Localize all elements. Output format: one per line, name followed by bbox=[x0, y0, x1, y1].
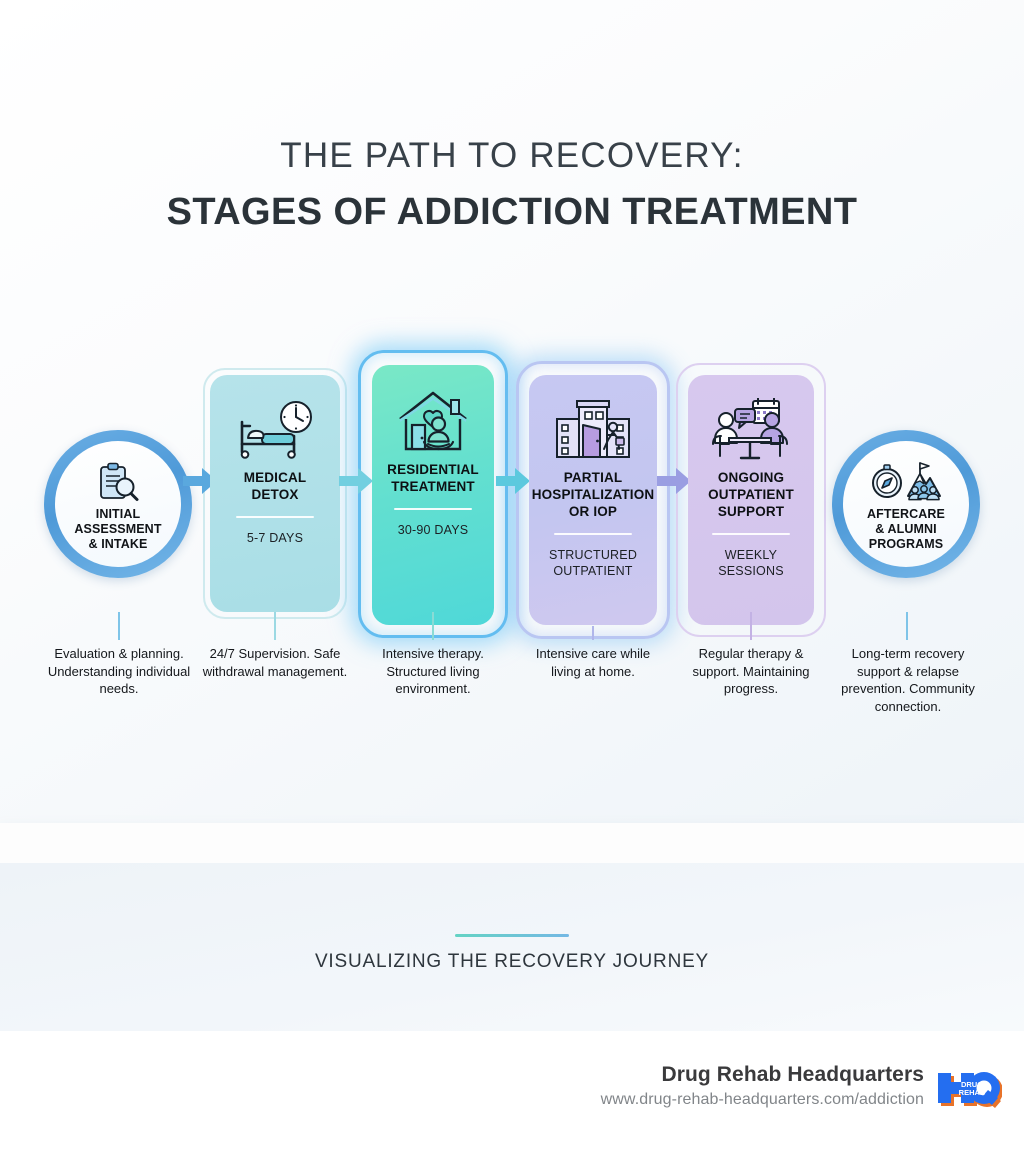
node-inner: INITIAL ASSESSMENT & INTAKE bbox=[55, 441, 181, 567]
card-subtitle: WEEKLY SESSIONS bbox=[712, 547, 790, 579]
brand-name: Drug Rehab Headquarters bbox=[661, 1063, 924, 1086]
card-subtitle-line1: STRUCTURED bbox=[548, 548, 638, 562]
lower-banner-band bbox=[0, 863, 1024, 1031]
card-title: RESIDENTIAL TREATMENT bbox=[381, 461, 485, 495]
node-label-line2: ASSESSMENT bbox=[74, 522, 162, 536]
card-subtitle: 30-90 DAYS bbox=[392, 522, 475, 538]
caption-stem-4 bbox=[592, 626, 594, 640]
card-title-line3: OR IOP bbox=[568, 504, 618, 519]
card-title-line2: DETOX bbox=[251, 487, 299, 502]
card-title-line2: HOSPITALIZATION bbox=[531, 487, 655, 502]
card-divider bbox=[554, 533, 632, 535]
card-subtitle-line2: OUTPATIENT bbox=[553, 564, 633, 578]
caption-stem-3 bbox=[432, 612, 434, 640]
section-divider-band bbox=[0, 823, 1024, 863]
card-title-line1: PARTIAL bbox=[563, 470, 623, 485]
card-subtitle-line1: WEEKLY bbox=[724, 548, 778, 562]
card-subtitle: 5-7 DAYS bbox=[241, 530, 309, 546]
node-label-line1: AFTERCARE bbox=[867, 507, 945, 521]
flow-arrow-3 bbox=[496, 468, 530, 494]
caption-stem-6 bbox=[906, 612, 908, 640]
card-title-line3: SUPPORT bbox=[717, 504, 785, 519]
node-inner: AFTERCARE & ALUMNI PROGRAMS bbox=[843, 441, 969, 567]
card-subtitle-line2: SESSIONS bbox=[718, 564, 784, 578]
caption-stem-2 bbox=[274, 612, 276, 640]
flow-arrow-4 bbox=[657, 468, 691, 494]
stage-caption-ongoing-outpatient: Regular therapy & support. Maintaining p… bbox=[692, 646, 810, 696]
card-title-line2: TREATMENT bbox=[391, 479, 475, 494]
node-label-line3: PROGRAMS bbox=[868, 537, 944, 551]
svg-text:REHAB: REHAB bbox=[959, 1088, 986, 1097]
card-title-line2: OUTPATIENT bbox=[708, 487, 794, 502]
banner-subtitle: VISUALIZING THE RECOVERY JOURNEY bbox=[314, 951, 710, 972]
stage-card-partial-hospitalization[interactable]: PARTIAL HOSPITALIZATION OR IOP STRUCTURE… bbox=[529, 375, 657, 625]
card-divider bbox=[394, 508, 472, 510]
compass-mountain-icon bbox=[870, 461, 942, 503]
stage-card-ongoing-outpatient[interactable]: ONGOING OUTPATIENT SUPPORT WEEKLY SESSIO… bbox=[688, 375, 814, 625]
clipboard-magnifier-icon bbox=[95, 461, 141, 503]
card-subtitle-line1: 5-7 DAYS bbox=[246, 531, 304, 545]
recovery-flow-diagram: INITIAL ASSESSMENT & INTAKE bbox=[0, 330, 1024, 639]
flow-arrow-1 bbox=[183, 468, 217, 494]
stage-card-medical-detox[interactable]: MEDICAL DETOX 5-7 DAYS bbox=[210, 375, 340, 612]
stage-node-aftercare-alumni[interactable]: AFTERCARE & ALUMNI PROGRAMS bbox=[832, 430, 980, 578]
caption-stem-1 bbox=[118, 612, 120, 640]
card-title-line1: MEDICAL bbox=[243, 470, 307, 485]
card-subtitle-line1: 30-90 DAYS bbox=[397, 523, 469, 537]
hospital-bed-clock-icon bbox=[234, 383, 316, 469]
stage-caption-initial-assessment: Evaluation & planning. Understanding ind… bbox=[47, 646, 191, 696]
therapy-session-calendar-icon bbox=[709, 383, 793, 469]
footer-bar bbox=[0, 1031, 1024, 1154]
node-label: AFTERCARE & ALUMNI PROGRAMS bbox=[867, 507, 945, 552]
stage-card-residential-treatment[interactable]: RESIDENTIAL TREATMENT 30-90 DAYS bbox=[372, 365, 494, 625]
stage-caption-medical-detox: 24/7 Supervision. Safe withdrawal manage… bbox=[202, 646, 348, 679]
title-line-2: STAGES OF ADDICTION TREATMENT bbox=[166, 191, 858, 233]
stage-node-initial-assessment[interactable]: INITIAL ASSESSMENT & INTAKE bbox=[44, 430, 192, 578]
card-divider bbox=[712, 533, 790, 535]
brand-url[interactable]: www.drug-rehab-headquarters.com/addictio… bbox=[600, 1091, 924, 1108]
card-divider bbox=[236, 516, 314, 518]
subtitle-accent-rule bbox=[455, 934, 569, 937]
stage-caption-residential: Intensive therapy. Structured living env… bbox=[382, 646, 484, 696]
card-title: PARTIAL HOSPITALIZATION OR IOP bbox=[529, 469, 657, 520]
card-title: MEDICAL DETOX bbox=[238, 469, 313, 503]
card-title-line1: RESIDENTIAL bbox=[387, 462, 479, 477]
node-label-line3: & INTAKE bbox=[88, 537, 148, 551]
stage-caption-aftercare: Long-term recovery support & relapse pre… bbox=[841, 646, 975, 714]
building-exit-icon bbox=[551, 383, 635, 469]
card-title: ONGOING OUTPATIENT SUPPORT bbox=[702, 469, 800, 520]
card-subtitle: STRUCTURED OUTPATIENT bbox=[543, 547, 643, 579]
page-title: THE PATH TO RECOVERY: STAGES OF ADDICTIO… bbox=[0, 132, 1024, 238]
stage-caption-php-iop: Intensive care while living at home. bbox=[535, 646, 651, 679]
caption-stem-5 bbox=[750, 612, 752, 640]
card-title-line1: ONGOING bbox=[717, 470, 785, 485]
node-label-line1: INITIAL bbox=[95, 507, 141, 521]
title-line-1: THE PATH TO RECOVERY: bbox=[280, 136, 744, 175]
svg-text:DRUG: DRUG bbox=[961, 1080, 983, 1089]
flow-arrow-2 bbox=[339, 468, 373, 494]
drug-rehab-hq-logo-icon[interactable]: DRUG REHAB bbox=[936, 1069, 1003, 1115]
node-label-line2: & ALUMNI bbox=[875, 522, 937, 536]
node-label: INITIAL ASSESSMENT & INTAKE bbox=[74, 507, 161, 552]
house-meditation-icon bbox=[394, 375, 472, 461]
